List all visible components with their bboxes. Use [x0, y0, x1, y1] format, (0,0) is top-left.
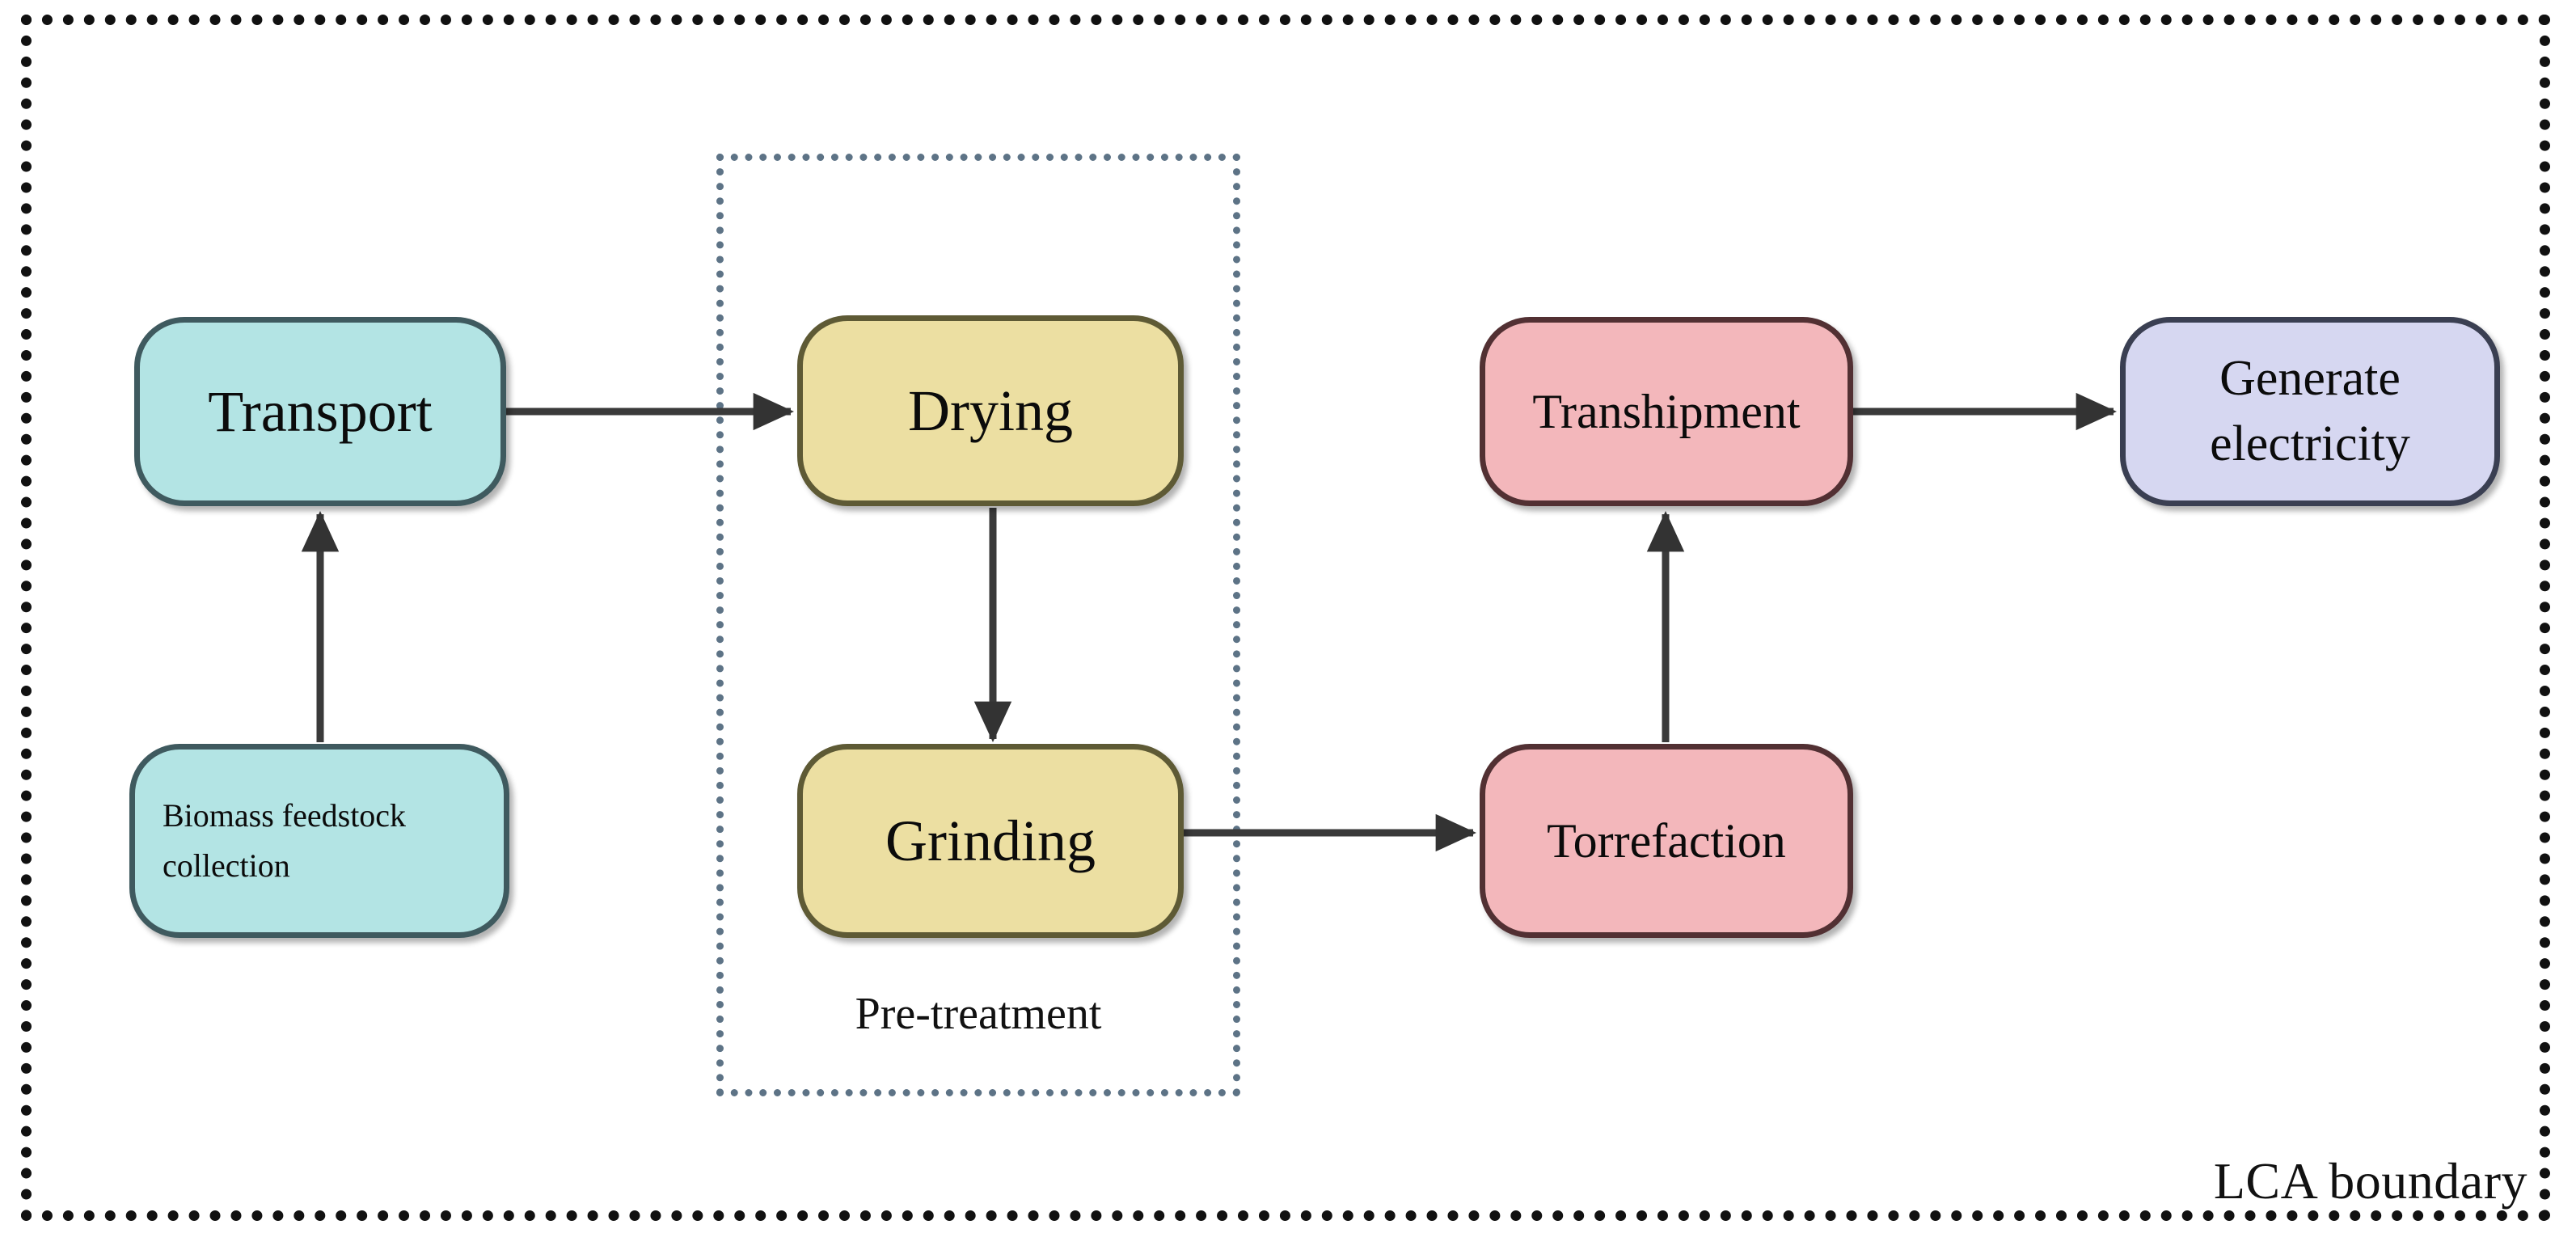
lca-boundary-box	[21, 15, 2550, 1221]
node-transhipment-label: Transhipment	[1532, 384, 1801, 438]
node-generate-electricity[interactable]: Generate electricity	[2120, 317, 2500, 506]
node-transport[interactable]: Transport	[134, 317, 506, 506]
pretreatment-boundary-box	[716, 154, 1240, 1096]
node-drying-label: Drying	[908, 378, 1073, 443]
node-biomass-feedstock-collection[interactable]: Biomass feedstock collection	[129, 744, 509, 938]
node-torrefaction[interactable]: Torrefaction	[1480, 744, 1853, 938]
lca-boundary-label: LCA boundary	[2213, 1152, 2527, 1210]
node-grinding[interactable]: Grinding	[797, 744, 1184, 938]
node-drying[interactable]: Drying	[797, 315, 1184, 506]
node-grinding-label: Grinding	[885, 808, 1096, 873]
node-transport-label: Transport	[208, 378, 433, 444]
node-torrefaction-label: Torrefaction	[1547, 813, 1786, 868]
node-biomass-feedstock-collection-label: Biomass feedstock collection	[163, 797, 407, 884]
pretreatment-label: Pre-treatment	[855, 989, 1102, 1039]
node-generate-electricity-label: Generate electricity	[2210, 351, 2410, 471]
node-transhipment[interactable]: Transhipment	[1480, 317, 1853, 506]
